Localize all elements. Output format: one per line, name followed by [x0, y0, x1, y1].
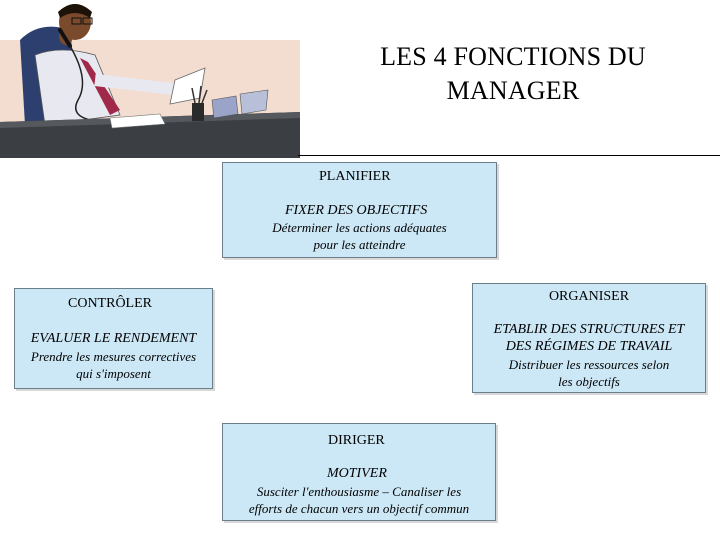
planifier-desc-1: Déterminer les actions adéquates	[272, 220, 447, 235]
planifier-heading: PLANIFIER	[319, 169, 391, 184]
controler-subtitle: EVALUER LE RENDEMENT	[30, 331, 197, 346]
controler-heading: CONTRÔLER	[68, 296, 152, 311]
organiser-desc-2: les objectifs	[558, 374, 620, 389]
controler-box: CONTRÔLER EVALUER LE RENDEMENT Prendre l…	[14, 288, 213, 389]
controler-desc-1: Prendre les mesures correctives	[30, 349, 197, 364]
planifier-subtitle: FIXER DES OBJECTIFS	[285, 203, 428, 218]
organiser-heading: ORGANISER	[548, 289, 630, 304]
organiser-desc-1: Distribuer les ressources selon	[508, 357, 670, 372]
organiser-subtitle-1: ETABLIR DES STRUCTURES ET	[493, 322, 685, 337]
manager-clipart	[0, 4, 300, 158]
title-line-1: LES 4 FONCTIONS DU	[380, 42, 646, 71]
organiser-box: ORGANISER ETABLIR DES STRUCTURES ET DES …	[472, 283, 706, 393]
planifier-box: PLANIFIER FIXER DES OBJECTIFS Déterminer…	[222, 162, 497, 258]
organiser-subtitle-2: DES RÉGIMES DE TRAVAIL	[505, 339, 673, 354]
diriger-heading: DIRIGER	[328, 433, 385, 448]
controler-desc-2: qui s'imposent	[76, 366, 151, 381]
diriger-subtitle: MOTIVER	[327, 466, 387, 481]
title-line-2: MANAGER	[446, 76, 580, 105]
diriger-box: DIRIGER MOTIVER Susciter l'enthousiasme …	[222, 423, 496, 521]
diriger-desc-1: Susciter l'enthousiasme – Canaliser les	[256, 484, 462, 499]
planifier-desc-2: pour les atteindre	[313, 237, 406, 252]
title-divider	[298, 155, 720, 156]
diriger-desc-2: efforts de chacun vers un objectif commu…	[248, 501, 470, 516]
page-title: LES 4 FONCTIONS DU MANAGER	[318, 40, 708, 108]
